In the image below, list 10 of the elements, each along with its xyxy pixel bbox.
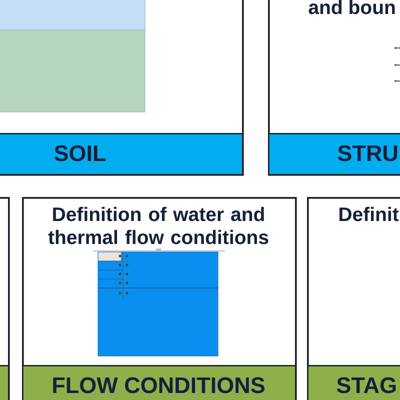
panel-heading: and boun — [308, 0, 395, 14]
label-bar: STRU — [268, 133, 400, 176]
panel — [0, 0, 244, 176]
panel-heading: Definit — [340, 206, 399, 222]
panel — [0, 197, 10, 400]
label-bar: SOIL — [0, 133, 244, 176]
label-bar: STAG — [307, 365, 400, 400]
label-bar: FLOW CONDITIONS — [22, 365, 296, 400]
panel-heading: Definition of water and thermal flow conditions — [48, 206, 268, 244]
label-bar — [0, 365, 10, 400]
